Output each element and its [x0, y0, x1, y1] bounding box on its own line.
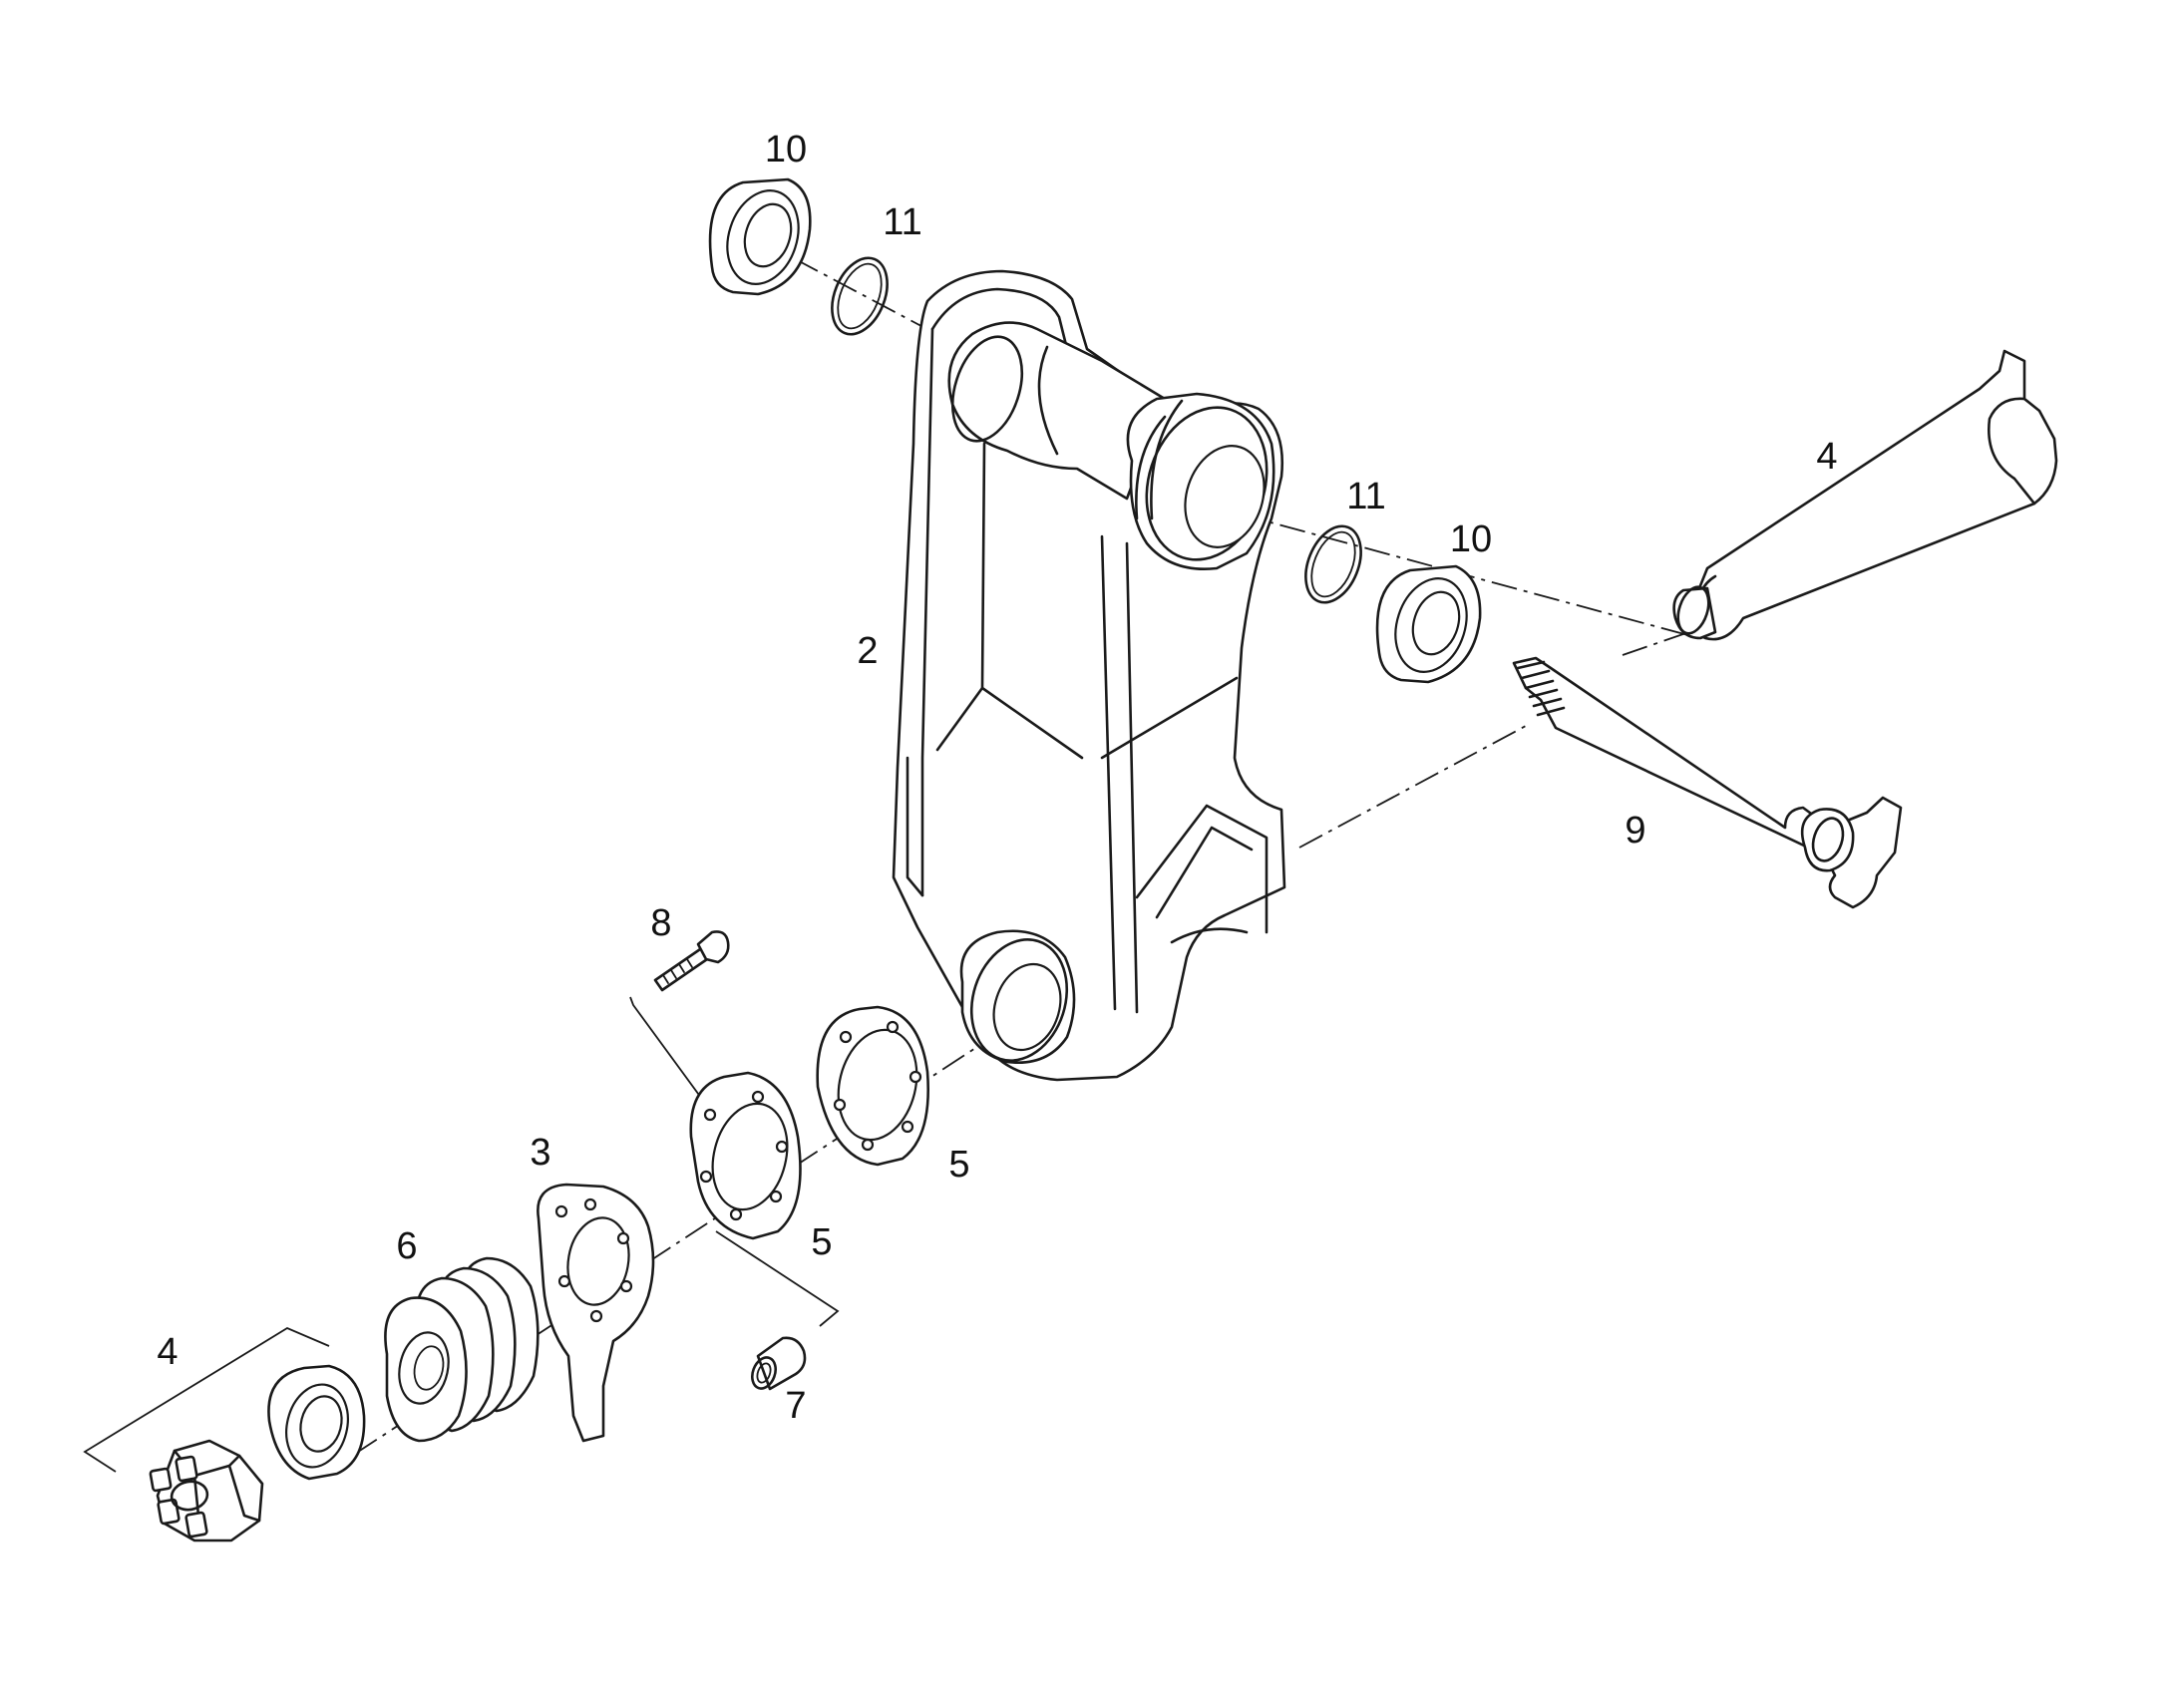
part-9-pin — [1512, 656, 1903, 909]
part-10-washer-top — [708, 177, 812, 296]
callout-4-left: 4 — [157, 1331, 178, 1373]
callout-3: 3 — [530, 1132, 550, 1174]
callout-11-top: 11 — [883, 201, 921, 243]
bracket-part-4-left — [83, 1326, 330, 1473]
part-2-link-arm — [892, 269, 1286, 1082]
bracket-part-7 — [715, 1230, 840, 1327]
part-11-circlip-top — [831, 256, 889, 336]
axis-pin-9 — [1298, 725, 1527, 849]
part-10-washer-right — [1375, 564, 1482, 684]
part-7-sleeve — [751, 1336, 807, 1391]
callout-10-right: 10 — [1450, 518, 1492, 560]
callout-11-right: 11 — [1346, 476, 1385, 517]
callout-8: 8 — [650, 902, 671, 944]
callouts: 10 11 11 10 4 2 9 8 5 3 5 6 4 7 — [157, 129, 1837, 1427]
callout-5-lower: 5 — [811, 1221, 832, 1263]
callout-10-top: 10 — [765, 129, 807, 171]
callout-4-right: 4 — [1816, 436, 1837, 478]
part-11-circlip-right — [1304, 524, 1362, 604]
part-5-flange-lower — [689, 1071, 802, 1240]
callout-2: 2 — [857, 630, 878, 672]
part-4-castle-nut — [149, 1439, 264, 1542]
callout-9: 9 — [1625, 810, 1645, 852]
part-3-lock-plate — [537, 1183, 655, 1443]
callout-5-upper: 5 — [948, 1144, 969, 1186]
callout-6: 6 — [396, 1225, 417, 1267]
part-4-washer-left — [267, 1364, 366, 1481]
callout-7: 7 — [785, 1385, 806, 1427]
part-5-flange-upper — [816, 1005, 929, 1167]
part-6-disc-springs — [384, 1256, 540, 1443]
part-4-pin-right — [1672, 349, 2058, 641]
part-8-bolt — [653, 930, 730, 992]
